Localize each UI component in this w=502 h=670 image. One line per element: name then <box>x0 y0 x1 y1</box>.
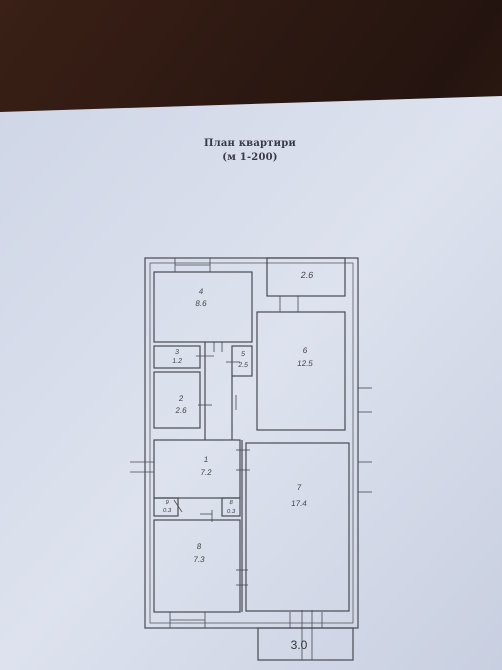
room-5-area: 2.5 <box>237 362 249 369</box>
room-6-number: 6 <box>302 346 308 355</box>
floor-plan <box>130 257 372 661</box>
room-7-area: 17.4 <box>290 499 308 508</box>
loggia <box>257 627 354 661</box>
balcony <box>266 257 346 297</box>
room-1-area: 7.2 <box>199 468 213 477</box>
room-5 <box>231 345 253 377</box>
paper-sheet <box>0 96 502 670</box>
room-8 <box>153 519 241 613</box>
room-4 <box>153 271 253 343</box>
loggia-area: 3.0 <box>290 638 308 652</box>
plan-scale: (м 1-200) <box>222 152 278 163</box>
corridor-1 <box>153 439 241 499</box>
room-6-area: 12.5 <box>296 359 314 368</box>
room-3-area: 1.2 <box>171 358 183 365</box>
room-8s <box>221 497 241 517</box>
balcony-area: 2.6 <box>300 270 314 280</box>
room-5-number: 5 <box>240 351 246 358</box>
room-9 <box>153 497 179 517</box>
room-3 <box>153 345 201 369</box>
room-7 <box>245 442 350 612</box>
room-9-area: 0.3 <box>162 508 172 514</box>
room-2-area: 2.6 <box>174 406 188 415</box>
room-8-area: 7.3 <box>192 555 206 564</box>
room-4-number: 4 <box>198 287 204 296</box>
room-9-number: 9 <box>164 500 170 506</box>
room-2-number: 2 <box>178 394 184 403</box>
room-8-number: 8 <box>196 542 202 551</box>
room-3-number: 3 <box>174 349 180 356</box>
room-6 <box>256 311 346 431</box>
room-4-area: 8.6 <box>194 299 208 308</box>
room-1-number: 1 <box>203 455 209 464</box>
room-8s-number: 8 <box>228 500 234 506</box>
room-7-number: 7 <box>296 483 302 492</box>
plan-title: План квартири <box>203 138 297 149</box>
room-2 <box>153 371 201 429</box>
outer-wall <box>144 257 359 629</box>
room-8s-area: 0.3 <box>226 509 236 515</box>
